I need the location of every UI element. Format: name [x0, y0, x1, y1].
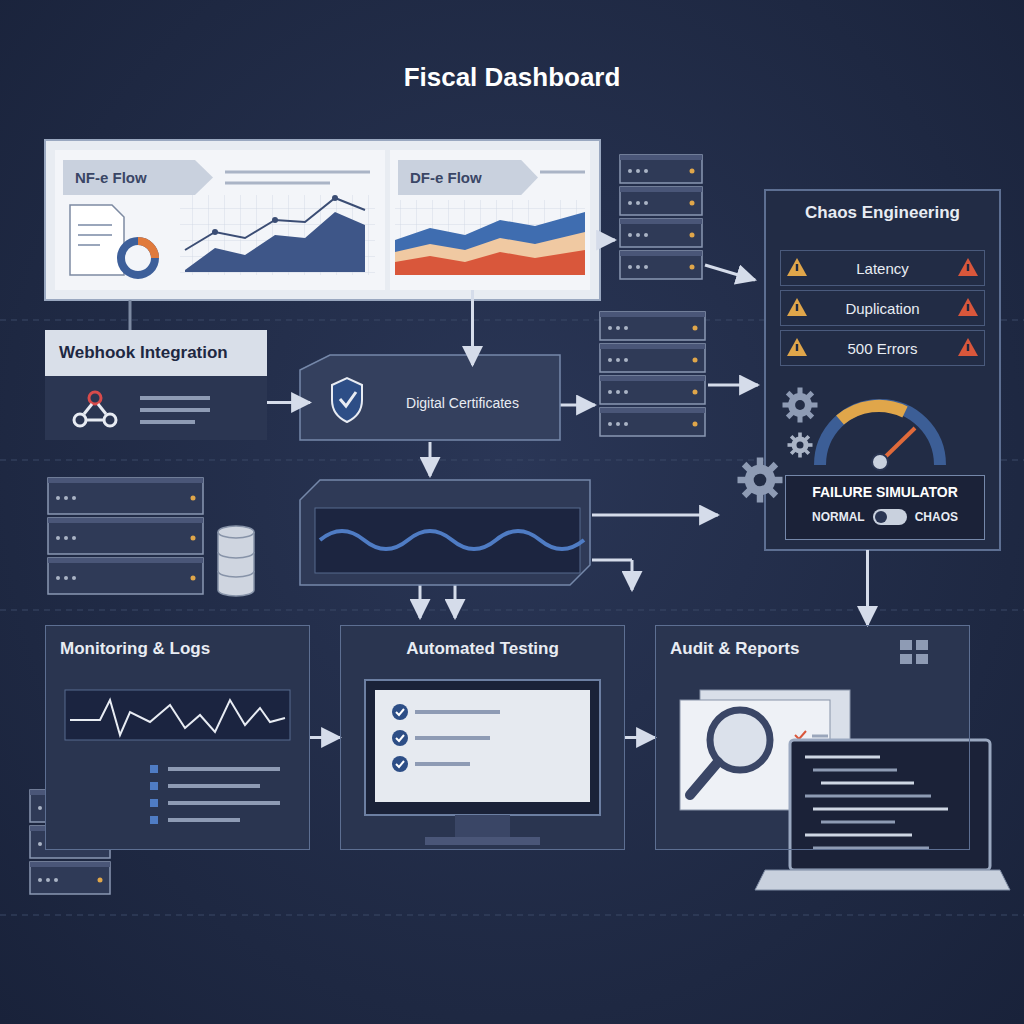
panel-heading: Webhook Integration [59, 342, 253, 364]
panel-box: Monitoring & Logs [45, 625, 310, 850]
panel-heading: Chaos Engineering [779, 202, 986, 224]
panel-box: Digital Certificates [310, 365, 555, 440]
panel-box: Automated Testing [340, 625, 625, 850]
connector-arrow [866, 550, 869, 625]
simulator-heading: FAILURE SIMULATOR [792, 484, 978, 500]
tab-label: NF-e Flow [63, 160, 213, 195]
chart-panel: NF-e Flow [55, 150, 385, 290]
panel-box: Latency [780, 250, 985, 286]
fault-label: 500 Errors [847, 340, 917, 357]
tab-label: DF-e Flow [398, 160, 538, 195]
panel-heading: Automated Testing [355, 638, 610, 660]
fault-label: Latency [856, 260, 909, 277]
panel-box: Duplication [780, 290, 985, 326]
panel-box: Chaos EngineeringLatencyDuplication 500 E… [765, 190, 1000, 550]
title: Fiscal Dashboard [0, 62, 1024, 93]
panel-box: Audit & Reports [655, 625, 970, 850]
panel-heading: Monitoring & Logs [60, 638, 295, 660]
toggle-switch [873, 509, 907, 525]
simulator-box: FAILURE SIMULATOR NORMAL CHAOS [785, 475, 985, 540]
toggle-label: NORMAL [812, 510, 865, 524]
fault-label: Duplication [845, 300, 919, 317]
toggle-label: CHAOS [915, 510, 958, 524]
chart-panel: DF-e Flow [390, 150, 590, 290]
connector-arrow [267, 401, 310, 404]
panel-box: Webhook Integration [45, 330, 267, 440]
box-label: Digital Certificates [406, 395, 519, 411]
toggle-knob [875, 511, 887, 523]
panel-heading: Audit & Reports [670, 638, 955, 660]
toggle-row: NORMAL CHAOS [792, 509, 978, 525]
connector-arrow [471, 290, 474, 365]
connector-arrow [625, 736, 655, 739]
connector-arrow [310, 736, 340, 739]
panel-box: 500 Errors [780, 330, 985, 366]
